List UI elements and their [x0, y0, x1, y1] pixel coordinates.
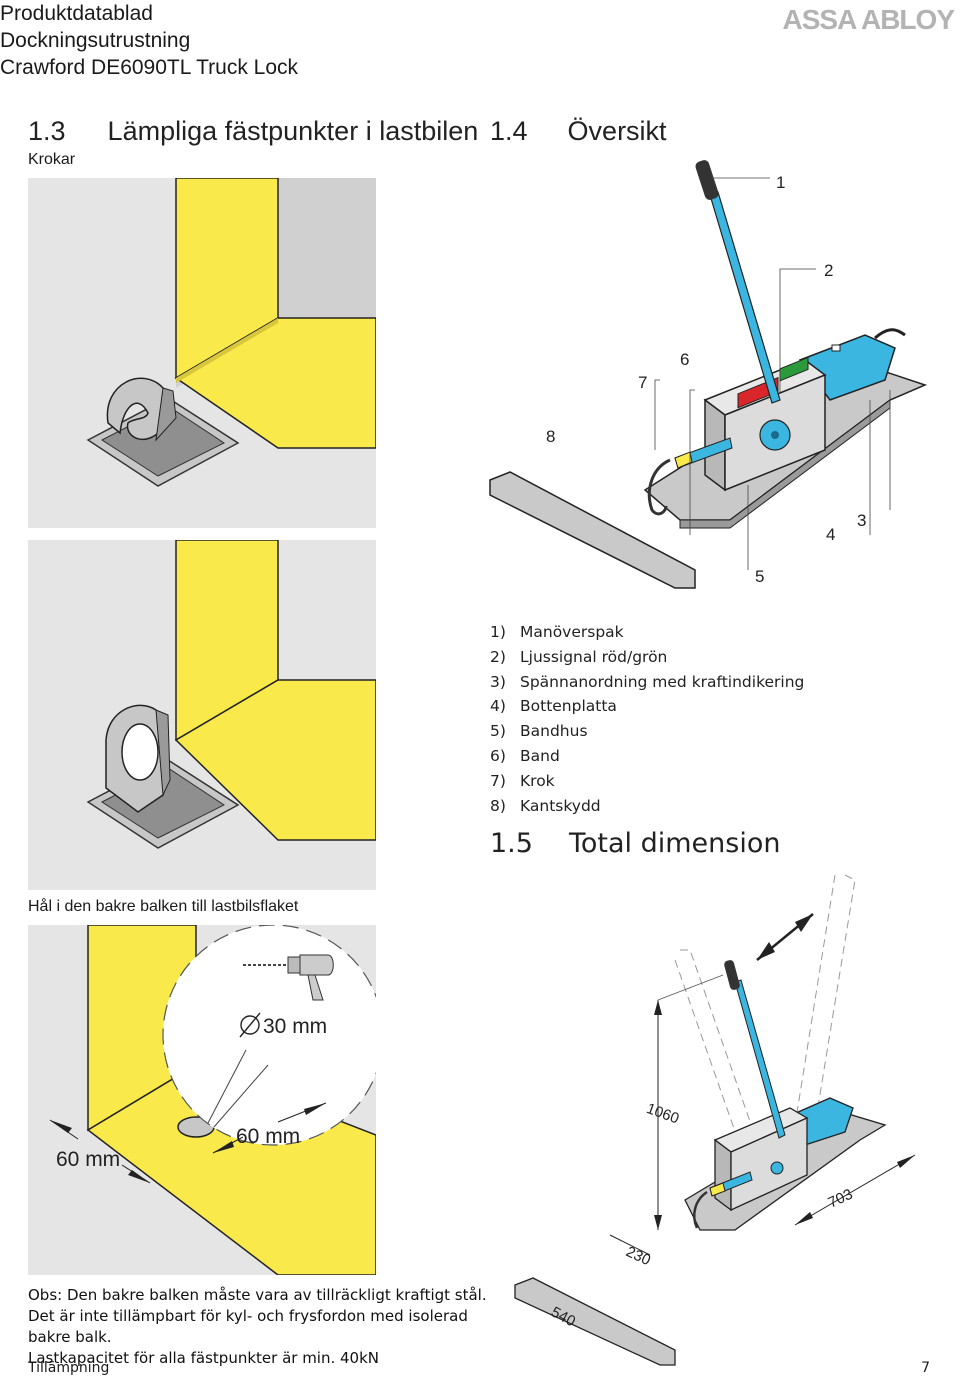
note-line-4: Lastkapacitet för alla fästpunkter är mi… — [28, 1349, 380, 1367]
hole-subheading: Hål i den bakre balken till lastbilsflak… — [28, 898, 299, 915]
section-13-title: Lämpliga fästpunkter i lastbilen — [107, 116, 479, 146]
section-13-heading: 1.3 Lämpliga fästpunkter i lastbilen — [28, 116, 478, 147]
callout-7: 7 — [638, 373, 647, 392]
list-item: 3)Spännanordning med kraftindikering — [490, 672, 805, 691]
note-line-3: bakre balk. — [28, 1328, 112, 1346]
callout-2: 2 — [824, 261, 833, 280]
header-title: Produktdatablad — [0, 2, 153, 25]
section-14-number: 1.4 — [490, 116, 528, 146]
callout-5: 5 — [755, 567, 764, 586]
note-line-2: Det är inte tillämpbart för kyl- och fry… — [28, 1307, 468, 1325]
page-number: 7 — [921, 1360, 930, 1376]
operating-lever — [695, 160, 781, 404]
callout-6: 6 — [680, 350, 689, 369]
lever-swing-outline — [674, 874, 856, 1161]
list-item: 6)Band — [490, 746, 560, 765]
document-header: Produktdatablad Dockningsutrustning Craw… — [0, 0, 298, 81]
drill-icon — [243, 954, 334, 1001]
list-item: 7)Krok — [490, 771, 555, 790]
svg-text:60 mm: 60 mm — [56, 1148, 120, 1171]
callout-8: 8 — [546, 427, 555, 446]
hook-illustration-open — [28, 178, 376, 528]
drill-callout: 30 mm — [162, 925, 376, 1146]
list-item: 5)Bandhus — [490, 722, 588, 741]
section-13-number: 1.3 — [28, 116, 66, 146]
hook-illustration-ring — [28, 540, 376, 890]
overview-illustration: 1 2 3 4 5 6 7 8 — [489, 160, 928, 589]
note-block: Obs: Den bakre balken måste vara av till… — [28, 1285, 487, 1369]
ring-hook — [105, 704, 171, 813]
width-dimension: 230 — [609, 1234, 653, 1269]
list-item: 4)Bottenplatta — [490, 697, 617, 716]
list-item: 8)Kantskydd — [490, 796, 601, 815]
section-15-heading: 1.5 Total dimension — [490, 828, 780, 859]
hook — [647, 458, 671, 516]
callout-1: 1 — [776, 173, 785, 192]
svg-text:1060: 1060 — [644, 1100, 681, 1127]
note-line-1: Obs: Den bakre balken måste vara av till… — [28, 1286, 487, 1304]
list-item: 1)Manöverspak — [490, 623, 624, 641]
svg-text:703: 703 — [826, 1186, 856, 1212]
svg-text:230: 230 — [623, 1243, 653, 1269]
footer-section: Tillämpning — [28, 1360, 110, 1376]
brand-logo: ASSA ABLOY — [782, 4, 955, 35]
diameter-label: 30 mm — [263, 1015, 327, 1038]
hooks-subheading: Krokar — [28, 151, 76, 168]
callout-3: 3 — [857, 511, 866, 530]
open-hook — [106, 377, 177, 442]
header-category: Dockningsutrustning — [0, 29, 191, 52]
edge-dimension-a: 60 mm — [49, 1119, 151, 1184]
edge-dimension-b: 60 mm — [212, 1102, 327, 1154]
edge-guard — [489, 471, 696, 589]
section-14-heading: 1.4 Översikt — [490, 116, 667, 147]
svg-text:60 mm: 60 mm — [236, 1125, 300, 1148]
diameter-icon — [240, 1015, 260, 1035]
section-15-number: 1.5 — [490, 828, 533, 859]
hole-illustration: 30 mm 60 mm 60 mm — [28, 925, 376, 1275]
section-15-title: Total dimension — [568, 828, 781, 859]
list-item: 2)Ljussignal röd/grön — [490, 647, 668, 666]
section-14-title: Översikt — [567, 116, 667, 146]
header-product: Crawford DE6090TL Truck Lock — [0, 56, 299, 79]
dimension-illustration: 1060 703 230 540 — [514, 874, 916, 1366]
callout-4: 4 — [826, 525, 835, 544]
parts-list: 1)Manöverspak 2)Ljussignal röd/grön 3)Sp… — [490, 620, 804, 818]
